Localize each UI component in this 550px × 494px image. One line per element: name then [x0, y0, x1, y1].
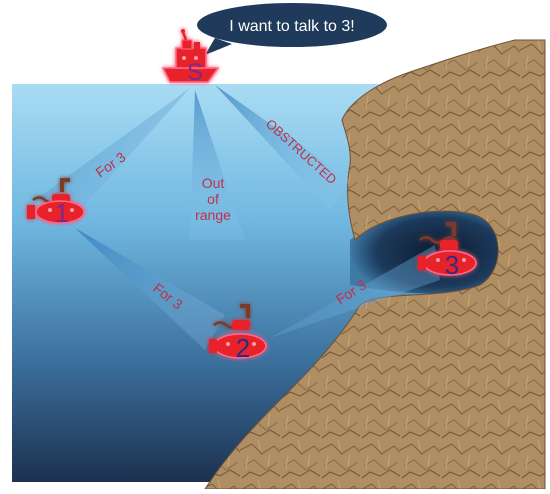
submarine-1: 1	[27, 178, 85, 228]
beam-1-to-2	[75, 228, 225, 350]
label-out-line2: of	[207, 191, 219, 207]
submarine-3: 3	[418, 222, 477, 280]
beam-s-out-of-range	[190, 90, 245, 240]
speech-bubble-text: I want to talk to 3!	[229, 18, 354, 35]
label-out-line3: range	[195, 207, 231, 223]
submarine-3-label: 3	[445, 250, 459, 280]
beam-s-obstructed	[215, 85, 350, 210]
ship-s-label: S	[187, 59, 203, 86]
submarine-2-label: 2	[236, 333, 250, 363]
ship-s: S	[161, 29, 220, 86]
beam-s-to-1	[35, 88, 190, 210]
submarine-2: 2	[209, 304, 267, 363]
submarine-1-label: 1	[55, 198, 69, 228]
speech-bubble: I want to talk to 3!	[197, 3, 387, 55]
label-out-line1: Out	[202, 175, 225, 191]
beam-2-to-3	[270, 245, 440, 338]
